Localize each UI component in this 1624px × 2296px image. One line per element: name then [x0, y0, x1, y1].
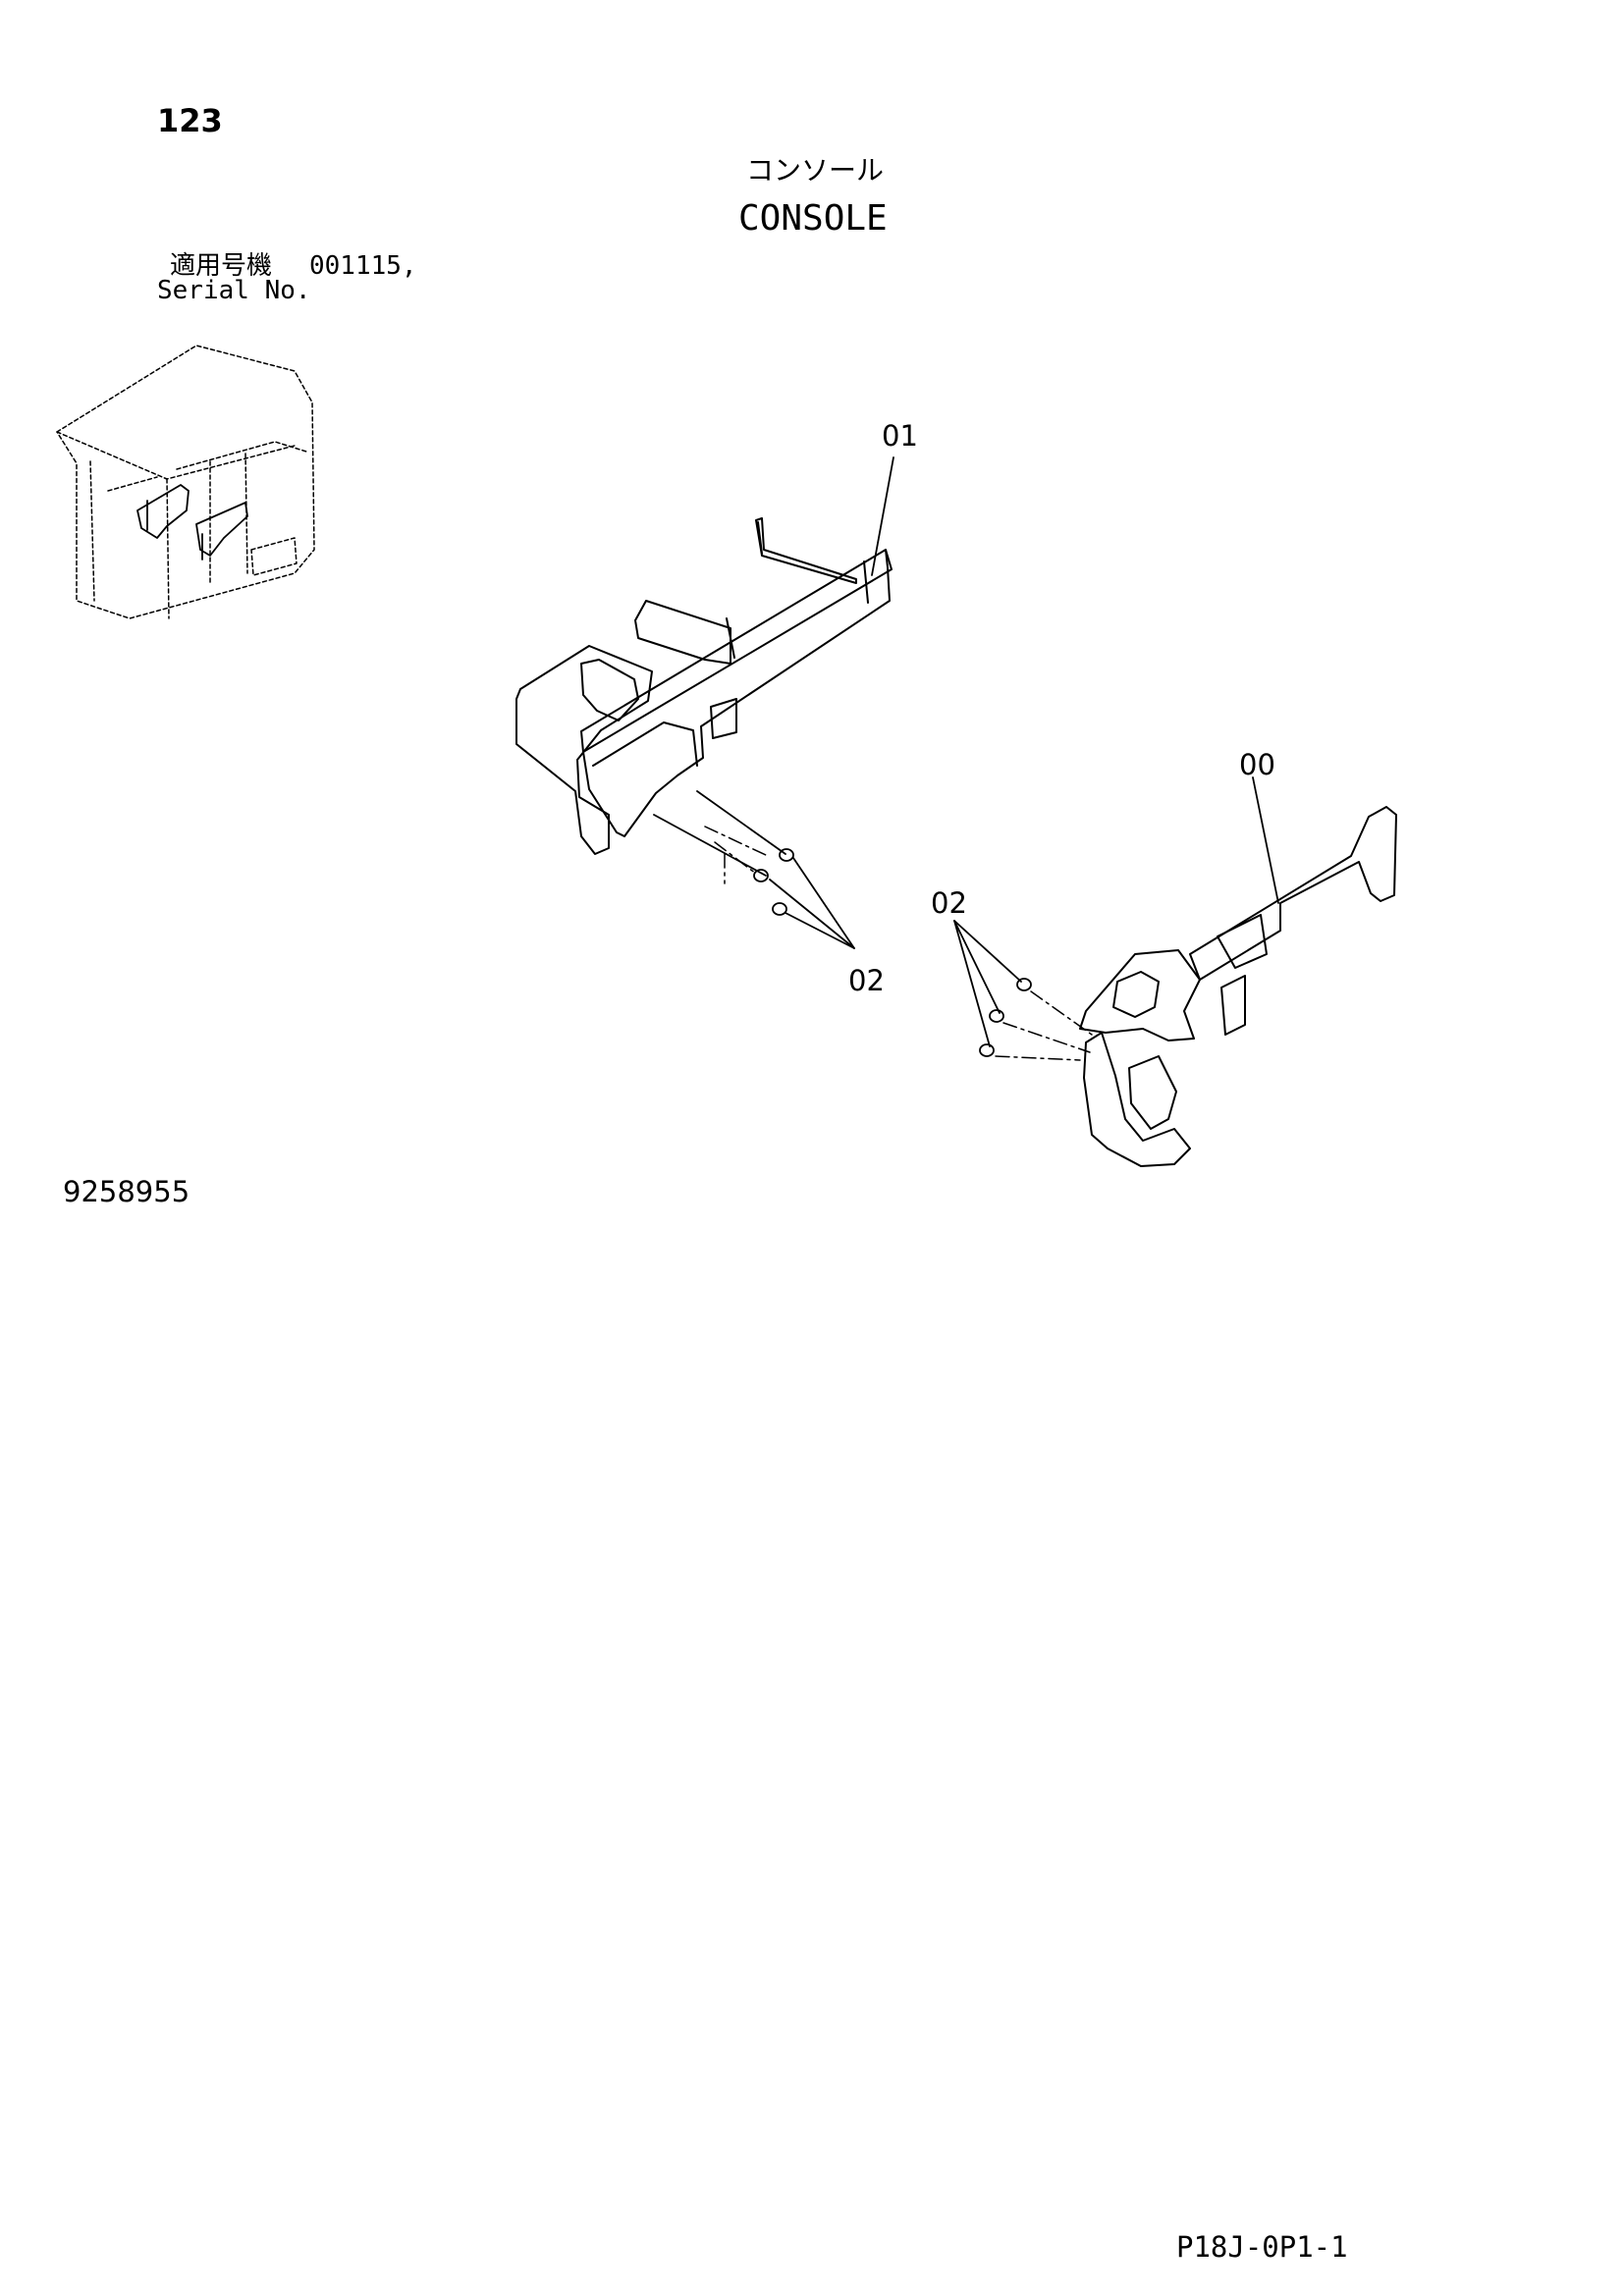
page-number: 123 [157, 102, 223, 139]
callout-part-01: 01 [882, 419, 918, 453]
console-frame-00 [1079, 806, 1397, 1167]
cab-overview-thumbnail [56, 345, 315, 619]
page-title: CONSOLE [738, 198, 888, 239]
callout-part-02-left: 02 [931, 886, 967, 920]
bolts-02 [653, 790, 1032, 1057]
serial-label: Serial No. [157, 276, 311, 305]
sheet-code: P18J-0P1-1 [1176, 2230, 1348, 2264]
assembly-guide-lines [704, 826, 1093, 1061]
callout-part-00: 00 [1239, 748, 1275, 781]
serial-label-jp: 適用号機 [170, 251, 273, 281]
callout-part-02-right: 02 [848, 964, 885, 997]
leader-lines [769, 456, 1279, 1047]
serial-value: 001115, [309, 251, 417, 281]
page-title-jp: コンソール [746, 154, 885, 187]
cab-console-highlight [136, 484, 248, 561]
console-frame-01 [515, 517, 893, 855]
drawing-number: 9258955 [63, 1175, 190, 1208]
